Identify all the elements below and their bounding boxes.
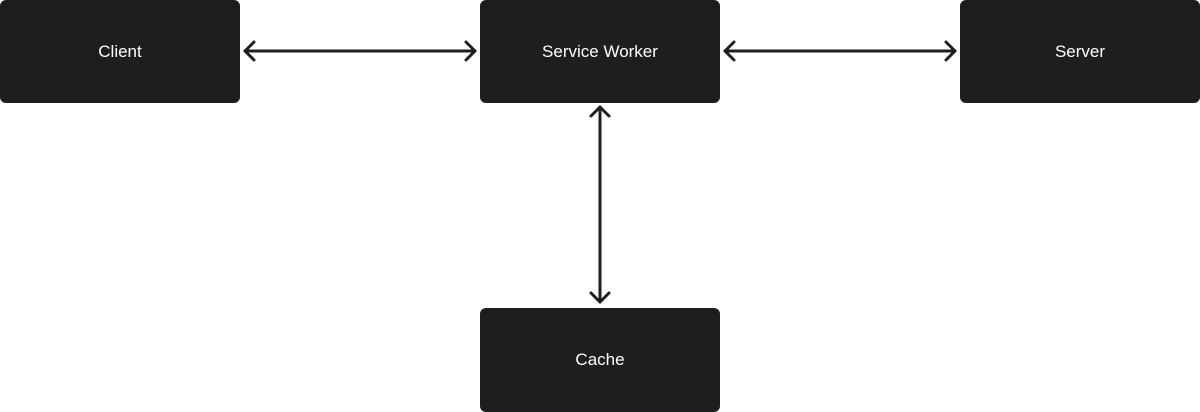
client-label: Client <box>98 41 142 61</box>
server-label: Server <box>1054 41 1106 61</box>
service-worker-label: Service Worker <box>542 41 658 61</box>
client-node: Client <box>0 0 240 103</box>
arrow-client-service-worker <box>243 40 477 62</box>
service-worker-node: Service Worker <box>480 0 720 103</box>
arrow-service-worker-server <box>723 40 957 62</box>
arrow-service-worker-cache <box>589 105 611 304</box>
cache-node: Cache <box>480 308 720 412</box>
server-node: Server <box>960 0 1200 103</box>
cache-label: Cache <box>575 350 625 369</box>
